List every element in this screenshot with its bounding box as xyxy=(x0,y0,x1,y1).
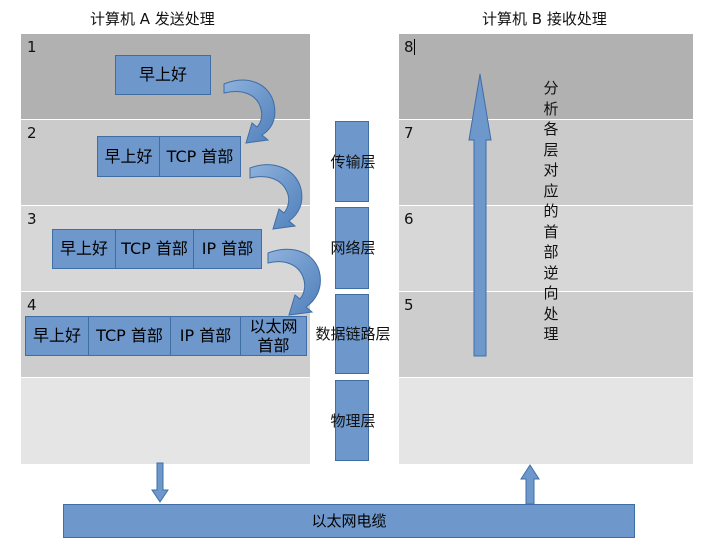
upward-process-arrow xyxy=(468,73,492,357)
row-number: 4 xyxy=(27,296,37,314)
packet-4: 早上好 TCP 首部 IP 首部 以太网 首部 xyxy=(25,316,307,356)
row-number: 2 xyxy=(27,124,37,142)
payload-segment: 早上好 xyxy=(104,146,153,166)
right-panel: 8 7 6 5 xyxy=(399,34,693,464)
transport-layer-label: 传输层 xyxy=(330,153,376,171)
row-number: 1 xyxy=(27,38,37,56)
network-layer-box xyxy=(335,207,369,289)
right-panel-title: 计算机 B 接收处理 xyxy=(482,10,607,28)
tcp-header-segment: TCP 首部 xyxy=(88,317,170,355)
reverse-processing-note: 分 析 各 层 对 应 的 首 部 逆 向 处 理 xyxy=(543,79,559,343)
right-row-6: 6 xyxy=(399,206,693,291)
datalink-layer-label: 数据链路层 xyxy=(315,325,391,343)
curved-arrow-1 xyxy=(223,79,276,144)
packet-3: 早上好 TCP 首部 IP 首部 xyxy=(52,229,262,269)
curved-arrow-3 xyxy=(267,248,321,316)
row-number: 6 xyxy=(404,210,414,228)
left-row-5 xyxy=(21,378,310,464)
ethernet-header-segment: 以太网 首部 xyxy=(240,317,306,355)
row-number: 7 xyxy=(404,124,414,142)
network-layer-label: 网络层 xyxy=(330,239,376,257)
right-row-5: 5 xyxy=(399,292,693,377)
up-arrow-from-cable xyxy=(520,464,540,505)
ip-header-segment: IP 首部 xyxy=(170,317,240,355)
payload-segment: 早上好 xyxy=(138,65,187,84)
ip-header-segment: IP 首部 xyxy=(193,230,261,268)
row-number: 5 xyxy=(404,296,414,314)
left-panel-title: 计算机 A 发送处理 xyxy=(90,10,215,28)
row-number: 3 xyxy=(27,210,37,228)
tcp-header-segment: TCP 首部 xyxy=(115,230,193,268)
text-cursor xyxy=(414,39,415,55)
packet-2: 早上好 TCP 首部 xyxy=(97,136,241,177)
transport-layer-box xyxy=(335,121,369,202)
right-row-physical xyxy=(399,378,693,464)
payload-segment: 早上好 xyxy=(59,239,108,258)
packet-1: 早上好 xyxy=(115,55,211,95)
right-row-8: 8 xyxy=(399,34,693,119)
row-number: 8 xyxy=(404,38,414,56)
curved-arrow-2 xyxy=(249,164,303,230)
datalink-layer-box xyxy=(335,294,369,374)
ethernet-cable: 以太网电缆 xyxy=(63,504,635,538)
down-arrow-to-cable xyxy=(151,462,169,503)
right-row-7: 7 xyxy=(399,120,693,205)
physical-layer-label: 物理层 xyxy=(330,412,376,430)
physical-layer-box xyxy=(335,380,369,461)
tcp-header-segment: TCP 首部 xyxy=(159,137,240,176)
payload-segment: 早上好 xyxy=(32,326,81,345)
ethernet-cable-label: 以太网电缆 xyxy=(311,512,387,530)
